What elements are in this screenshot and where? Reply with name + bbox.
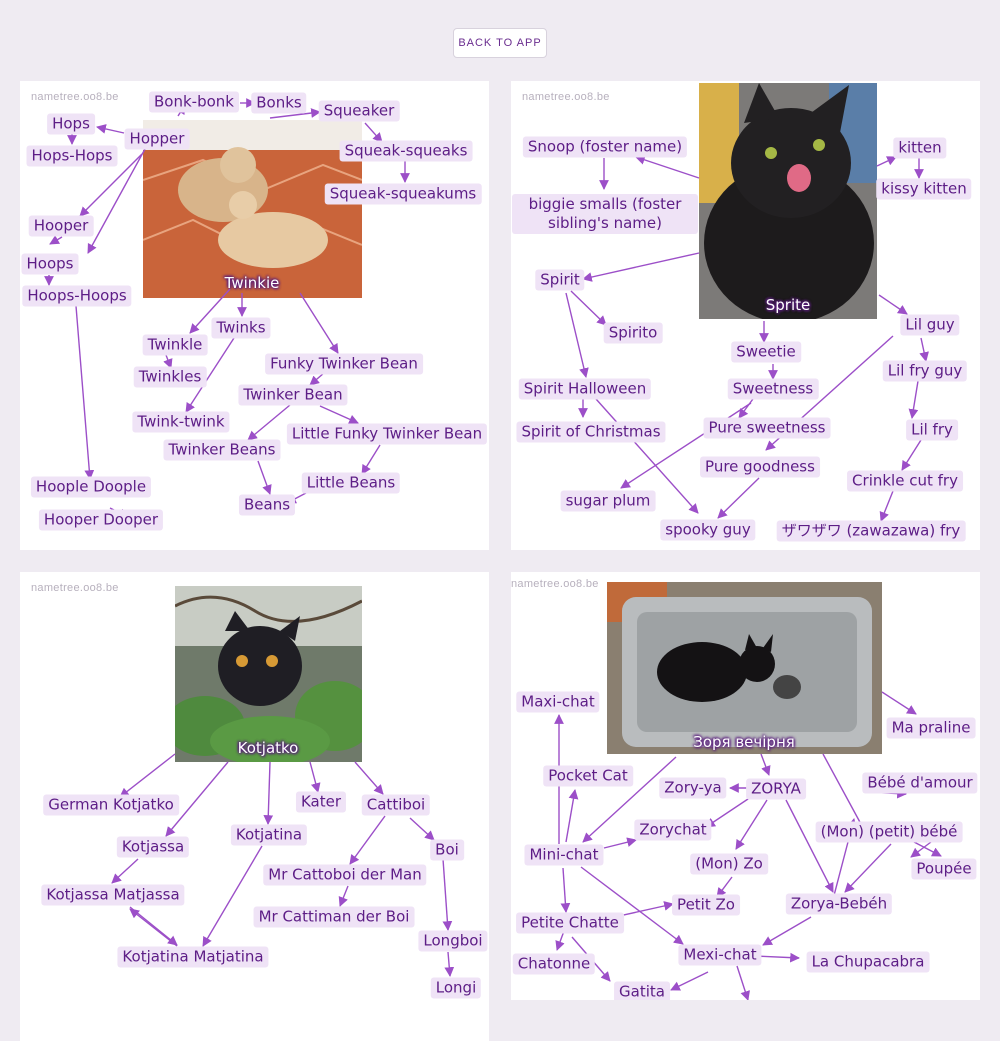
- name-node: La Chupacabra: [806, 951, 930, 973]
- name-node: Hoople Doople: [30, 476, 152, 498]
- name-node: biggie smalls (foster sibling's name): [512, 194, 698, 234]
- back-to-app-button[interactable]: BACK TO APP: [453, 28, 547, 58]
- name-node: Sweetie: [731, 341, 801, 363]
- name-node: Cattiboi: [361, 794, 431, 816]
- name-node: Boi: [430, 839, 464, 861]
- name-node: Hopper: [124, 128, 190, 150]
- watermark: nametree.oo8.be: [511, 578, 599, 590]
- name-node: Twinker Bean: [238, 384, 348, 406]
- name-node: kissy kitten: [876, 178, 972, 200]
- name-node: Mr Cattiman der Boi: [253, 906, 415, 928]
- photo-caption: Sprite: [765, 296, 811, 314]
- name-node: Crinkle cut fry: [847, 470, 963, 492]
- name-node: ザワザワ (zawazawa) fry: [776, 520, 966, 542]
- name-node: Hoops-Hoops: [22, 285, 132, 307]
- cat-photo-kotjatko: [175, 586, 362, 762]
- name-node: Little Funky Twinker Bean: [286, 423, 488, 445]
- name-node: Beans: [238, 494, 296, 516]
- name-node: Pure sweetness: [703, 417, 831, 439]
- name-node: Kotjatina: [230, 824, 308, 846]
- name-node: Longboi: [418, 930, 488, 952]
- name-node: Hooper: [28, 215, 94, 237]
- name-node: Snoop (foster name): [522, 136, 688, 158]
- name-node: Bonk-bonk: [149, 91, 239, 113]
- name-node: Twinkle: [142, 334, 208, 356]
- name-node: Mr Cattoboi der Man: [263, 864, 427, 886]
- watermark: nametree.oo8.be: [522, 91, 610, 103]
- name-node: Lil fry: [906, 419, 958, 441]
- name-node: Spirit: [535, 269, 585, 291]
- name-node: Ma praline: [886, 717, 976, 739]
- name-node: (Mon) Zo: [690, 853, 768, 875]
- name-tree-edges: [44, 98, 410, 518]
- name-node: kitten: [893, 137, 947, 159]
- name-node: sugar plum: [560, 490, 656, 512]
- photo-caption: Зоря вечірня: [693, 733, 795, 751]
- watermark: nametree.oo8.be: [31, 582, 119, 594]
- name-node: Spirito: [603, 322, 663, 344]
- name-tree-card-kotjatko: nametree.oo8.be Kotjatko: [20, 572, 489, 1041]
- name-tree-card-twinkie: nametree.oo8.be Twinkie: [20, 81, 489, 550]
- name-node: Spirit of Christmas: [516, 421, 666, 443]
- name-node: Pure goodness: [700, 456, 820, 478]
- name-node: Bonks: [251, 92, 307, 114]
- name-node: Zorychat: [634, 819, 712, 841]
- name-node: Petit Zo: [672, 894, 740, 916]
- name-node: Lil fry guy: [882, 360, 968, 382]
- name-node: Zorya-Bebéh: [785, 893, 893, 915]
- photo-caption: Twinkie: [224, 274, 280, 292]
- name-node: Funky Twinker Bean: [265, 353, 423, 375]
- name-tree-edges: [111, 753, 455, 977]
- name-node: Petite Chatte: [516, 912, 624, 934]
- cat-photo-zorya: [607, 582, 882, 754]
- name-node: Maxi-chat: [516, 691, 600, 713]
- name-tree-card-zorya: nametree.oo8.be Зоря вечірня: [511, 572, 980, 1000]
- name-node: Gatita: [614, 981, 670, 1000]
- name-node: (Mon) (petit) bébé: [815, 821, 963, 843]
- name-node: Kotjassa: [116, 836, 190, 858]
- name-node: German Kotjatko: [43, 794, 179, 816]
- name-node: Hooper Dooper: [38, 509, 164, 531]
- name-node: Kater: [295, 791, 347, 813]
- name-node: Hops-Hops: [26, 145, 118, 167]
- name-node: Lil guy: [900, 314, 960, 336]
- name-node: Squeak-squeaks: [339, 140, 473, 162]
- name-node: Bébé d'amour: [862, 772, 978, 794]
- name-node: Hoops: [21, 253, 79, 275]
- name-node: Mini-chat: [524, 844, 604, 866]
- name-node: Kotjatina Matjatina: [117, 946, 269, 968]
- name-tree-card-sprite: nametree.oo8.be Sprite: [511, 81, 980, 550]
- name-node: spooky guy: [660, 519, 756, 541]
- name-node: Pocket Cat: [543, 765, 633, 787]
- name-node: Chatonne: [512, 953, 596, 975]
- watermark: nametree.oo8.be: [31, 91, 119, 103]
- name-node: Zory-ya: [659, 777, 727, 799]
- name-node: Twinks: [211, 317, 271, 339]
- photo-caption: Kotjatko: [237, 739, 299, 757]
- name-node: Little Beans: [301, 472, 401, 494]
- name-node: Squeaker: [318, 100, 400, 122]
- cat-photo-sprite: [699, 83, 877, 319]
- name-node: Twinkles: [133, 366, 207, 388]
- name-node: Poupée: [911, 858, 977, 880]
- name-node: Hops: [47, 113, 95, 135]
- name-node: Twinker Beans: [163, 439, 281, 461]
- name-node: Longi: [430, 977, 482, 999]
- name-node: Squeak-squeakums: [324, 183, 482, 205]
- name-node: Mexi-chat: [678, 944, 762, 966]
- name-node: Kotjassa Matjassa: [41, 884, 185, 906]
- name-node: ZORYA: [746, 778, 806, 800]
- name-node: Sweetness: [727, 378, 819, 400]
- name-node: Twink-twink: [132, 411, 230, 433]
- name-node: Spirit Halloween: [518, 378, 652, 400]
